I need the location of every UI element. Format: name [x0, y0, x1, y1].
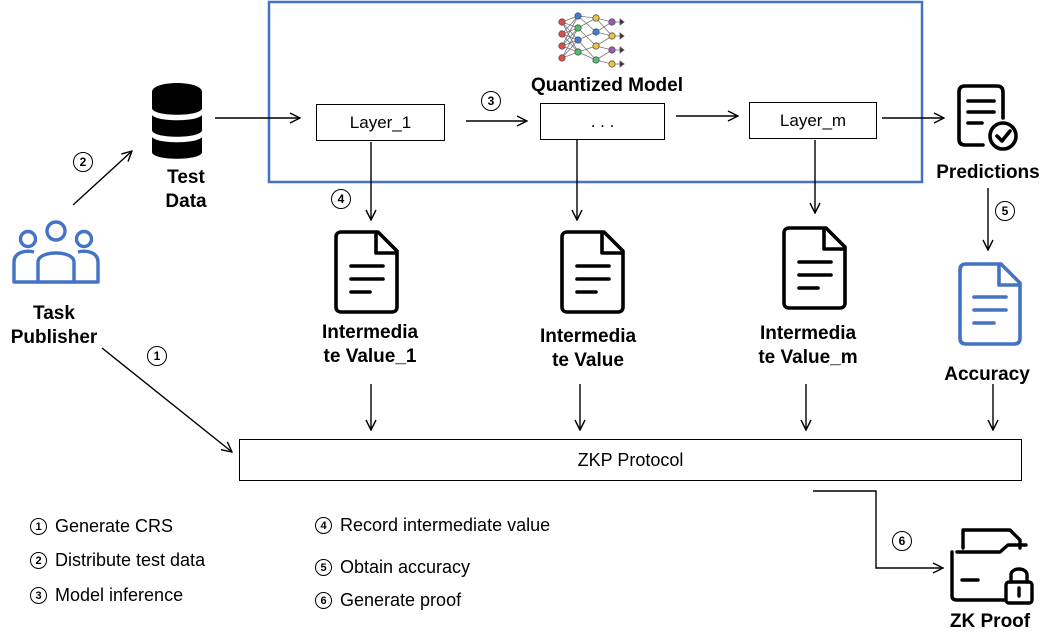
- step-6-marker: 6: [892, 531, 912, 551]
- document-check-icon: [957, 84, 1018, 151]
- users-icon: [12, 220, 100, 284]
- intermediate-value-1-label: Intermedia te Value_1: [321, 322, 419, 367]
- legend-item-5: 5 Obtain accuracy: [315, 557, 470, 578]
- intermediate-doc-icon-1: [334, 230, 399, 314]
- legend-text: Obtain accuracy: [340, 557, 471, 577]
- legend-item-1: 1 Generate CRS: [30, 516, 173, 537]
- task-publisher-label: Task Publisher: [10, 303, 98, 348]
- intermediate-doc-icon-m: [782, 226, 847, 310]
- quantized-model-frame: [267, 0, 924, 184]
- predictions-label: Predictions: [936, 162, 1040, 183]
- legend-item-4: 4 Record intermediate value: [315, 515, 550, 536]
- legend-number: 1: [30, 518, 47, 535]
- test-data-label: Test Data: [165, 167, 207, 212]
- legend-number: 4: [315, 517, 332, 534]
- zkp-protocol-box: ZKP Protocol: [239, 439, 1022, 481]
- legend-item-3: 3 Model inference: [30, 585, 183, 606]
- legend-text: Model inference: [55, 585, 184, 605]
- legend-number: 5: [315, 559, 332, 576]
- neural-network-icon: [558, 12, 625, 68]
- legend-item-2: 2 Distribute test data: [30, 550, 205, 571]
- step-2-marker: 2: [73, 152, 93, 172]
- layer-m-box: Layer_m: [749, 102, 877, 139]
- legend-text: Generate proof: [340, 590, 462, 610]
- legend-item-6: 6 Generate proof: [315, 590, 461, 611]
- legend-text: Record intermediate value: [340, 515, 551, 535]
- step-4-marker: 4: [331, 189, 351, 209]
- quantized-model-label: Quantized Model: [531, 75, 683, 96]
- database-icon: [152, 83, 202, 159]
- intermediate-value-m-label: Intermedia te Value_m: [758, 323, 858, 368]
- intermediate-doc-icon-2: [560, 230, 625, 314]
- arrows: [72, 116, 993, 568]
- step-5-marker: 5: [995, 201, 1015, 221]
- step-1-marker: 1: [147, 346, 167, 366]
- accuracy-label: Accuracy: [944, 364, 1030, 385]
- legend-text: Distribute test data: [55, 550, 206, 570]
- intermediate-value-label: Intermedia te Value: [539, 326, 637, 371]
- step-3-marker: 3: [481, 91, 501, 111]
- folder-lock-icon: [950, 528, 1034, 605]
- legend-number: 3: [30, 587, 47, 604]
- legend-text: Generate CRS: [55, 516, 174, 536]
- legend-number: 2: [30, 552, 47, 569]
- layer-dots-box: . . .: [540, 103, 665, 140]
- legend-number: 6: [315, 592, 332, 609]
- zk-proof-label: ZK Proof: [949, 611, 1031, 632]
- accuracy-document-icon: [958, 262, 1022, 346]
- layer-1-box: Layer_1: [316, 104, 445, 141]
